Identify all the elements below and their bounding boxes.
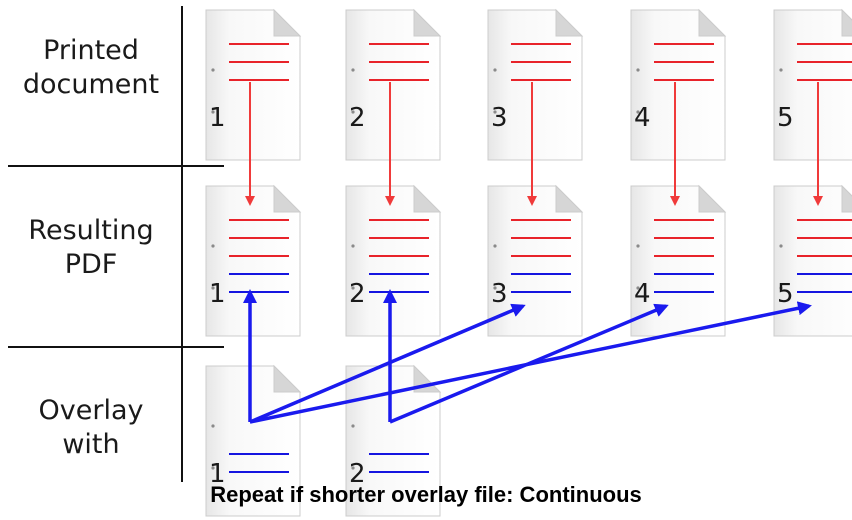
printed-page-2: 2 <box>345 8 442 161</box>
printed-page-3: 3 <box>487 8 584 161</box>
row-label-line-2: with <box>62 429 120 460</box>
page-number: 3 <box>491 279 508 309</box>
printed-page-5: 5 <box>773 8 852 161</box>
margin-dot <box>493 110 497 114</box>
caption: Repeat if shorter overlay file: Continuo… <box>210 482 642 507</box>
overlay-to-result-arrow <box>249 303 526 424</box>
margin-dot <box>351 424 355 428</box>
page-number: 4 <box>634 279 651 309</box>
page-fold <box>273 184 302 213</box>
margin-dot <box>493 286 497 290</box>
page-number: 2 <box>349 103 366 133</box>
resulting-page-5: 5 <box>773 184 852 337</box>
margin-dot <box>211 424 215 428</box>
overlay-page-1: 1 <box>205 364 302 517</box>
margin-dot <box>211 286 215 290</box>
page-sheet <box>205 365 301 517</box>
page-fold <box>413 184 442 213</box>
printed-page-4: 4 <box>630 8 727 161</box>
page-fold <box>413 8 442 37</box>
page-fold <box>555 184 584 213</box>
page-sheet <box>345 9 441 161</box>
page-fold <box>698 184 727 213</box>
margin-dot <box>211 68 215 72</box>
margin-dot <box>351 466 355 470</box>
row-label-line-2: document <box>22 69 160 100</box>
page-number: 5 <box>777 103 794 133</box>
page-number: 3 <box>491 103 508 133</box>
margin-dot <box>351 110 355 114</box>
page-number: 1 <box>209 459 226 489</box>
page-sheet <box>345 185 441 337</box>
row-label-line-2: PDF <box>64 249 118 280</box>
row-label-line-1: Overlay <box>38 395 144 426</box>
page-fold <box>273 8 302 37</box>
margin-dot <box>211 244 215 248</box>
page-sheet <box>630 9 726 161</box>
overlay-page-2: 2 <box>345 364 442 517</box>
page-sheet <box>205 185 301 337</box>
row-label-printed-document: Printed document <box>0 34 182 102</box>
margin-dot <box>211 466 215 470</box>
page-sheet <box>205 9 301 161</box>
page-sheet <box>630 185 726 337</box>
margin-dot <box>779 110 783 114</box>
page-number: 2 <box>349 459 366 489</box>
margin-dot <box>493 68 497 72</box>
page-number: 4 <box>634 103 651 133</box>
margin-dot <box>351 286 355 290</box>
margin-dot <box>636 68 640 72</box>
page-fold <box>555 8 584 37</box>
margin-dot <box>493 244 497 248</box>
page-number: 1 <box>209 103 226 133</box>
overlay-to-result-arrow <box>249 301 812 424</box>
margin-dot <box>779 244 783 248</box>
margin-dot <box>779 68 783 72</box>
page-number: 5 <box>777 279 794 309</box>
page-number: 1 <box>209 279 226 309</box>
page-sheet <box>487 9 583 161</box>
resulting-page-4: 4 <box>630 184 727 337</box>
row-label-line-1: Printed <box>43 35 139 66</box>
page-fold <box>841 8 852 37</box>
page-number: 2 <box>349 279 366 309</box>
row-label-resulting-pdf: Resulting PDF <box>0 214 182 282</box>
resulting-page-2: 2 <box>345 184 442 337</box>
margin-dot <box>351 244 355 248</box>
resulting-page-1: 1 <box>205 184 302 337</box>
page-sheet <box>773 9 852 161</box>
margin-dot <box>779 286 783 290</box>
margin-dot <box>636 244 640 248</box>
page-fold <box>698 8 727 37</box>
row-label-line-1: Resulting <box>28 215 154 246</box>
page-fold <box>841 184 852 213</box>
page-sheet <box>487 185 583 337</box>
margin-dot <box>211 110 215 114</box>
margin-dot <box>351 68 355 72</box>
printed-page-1: 1 <box>205 8 302 161</box>
page-sheet <box>345 365 441 517</box>
margin-dot <box>636 110 640 114</box>
page-sheet <box>773 185 852 337</box>
page-fold <box>273 364 302 393</box>
row-label-overlay-with: Overlay with <box>0 394 182 462</box>
resulting-page-3: 3 <box>487 184 584 337</box>
margin-dot <box>636 286 640 290</box>
